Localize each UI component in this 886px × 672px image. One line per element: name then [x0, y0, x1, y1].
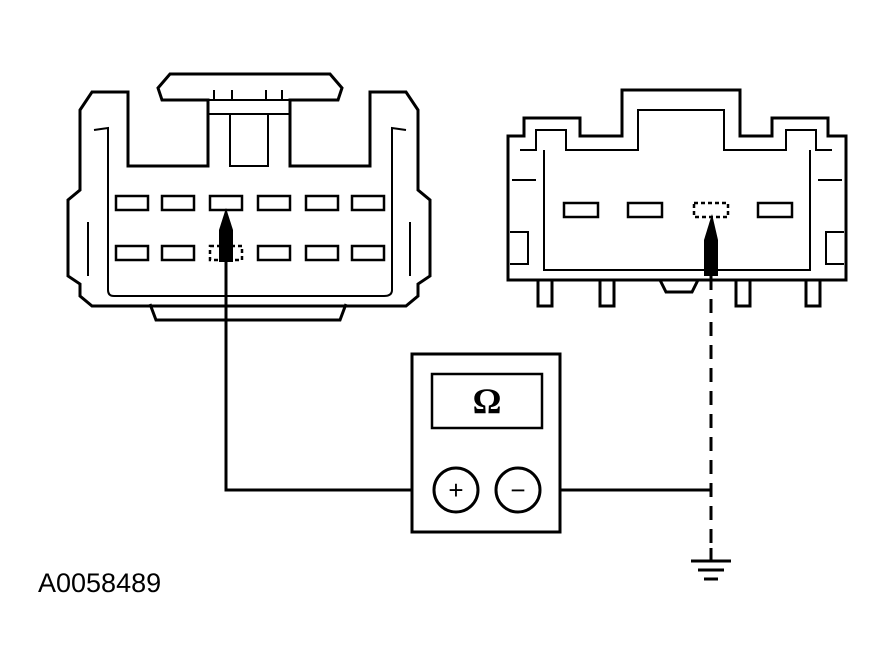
- pin-r-1: [562, 201, 600, 219]
- pin-r-3: [692, 201, 730, 219]
- pin-bottom-5: [304, 244, 340, 262]
- pin-bottom-2: [160, 244, 196, 262]
- pin-bottom-1: [114, 244, 150, 262]
- positive-symbol: +: [448, 475, 463, 505]
- probe-tip-icon: [704, 214, 718, 276]
- pin-bottom-6: [350, 244, 386, 262]
- pin-top-4: [256, 194, 292, 212]
- probe-tip-icon: [219, 208, 233, 262]
- pin-top-1: [114, 194, 150, 212]
- pin-r-4: [756, 201, 794, 219]
- ground-symbol-icon: [691, 559, 731, 581]
- pin-top-3: [208, 194, 244, 212]
- right-connector: [506, 88, 848, 308]
- negative-terminal: [494, 466, 542, 514]
- ohm-symbol: Ω: [473, 381, 502, 421]
- positive-lead: [224, 262, 433, 492]
- pin-top-6: [350, 194, 386, 212]
- test-leads: [224, 262, 713, 560]
- figure-id: A0058489: [38, 568, 162, 598]
- ohmmeter: Ω + −: [410, 352, 562, 534]
- left-connector: [66, 72, 432, 322]
- negative-symbol: −: [510, 475, 525, 505]
- pin-r-2: [626, 201, 664, 219]
- pin-top-5: [304, 194, 340, 212]
- meter-display: [430, 372, 544, 430]
- pin-bottom-4: [256, 244, 292, 262]
- positive-terminal: [432, 466, 480, 514]
- right-connector-pins: [562, 201, 794, 219]
- pin-top-2: [160, 194, 196, 212]
- left-connector-pins: [114, 194, 386, 262]
